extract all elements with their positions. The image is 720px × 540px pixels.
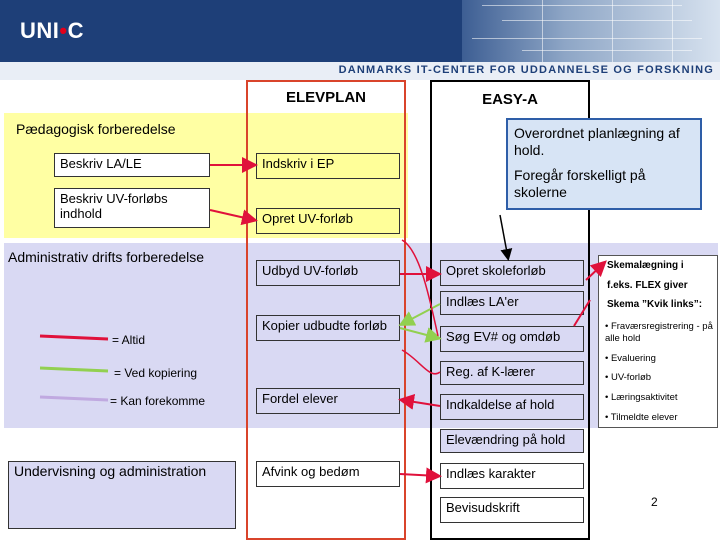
bevisudskrift-box: Bevisudskrift bbox=[440, 497, 584, 523]
legend-altid: = Altid bbox=[112, 333, 146, 347]
easya-title: EASY-A bbox=[482, 91, 538, 108]
fordel-elever-box: Fordel elever bbox=[256, 388, 400, 414]
header-strip bbox=[0, 62, 720, 80]
opret-skoleforloeb-box: Opret skoleforløb bbox=[440, 260, 584, 286]
reg-klaerer-box: Reg. af K-lærer bbox=[440, 361, 584, 385]
beskriv-uv-box: Beskriv UV-forløbs indhold bbox=[54, 188, 210, 228]
beskriv-la-box: Beskriv LA/LE bbox=[54, 153, 210, 177]
indlaes-karakter-box: Indlæs karakter bbox=[440, 463, 584, 489]
soeg-ev-box: Søg EV# og omdøb bbox=[440, 326, 584, 352]
skema-panel: Skemalægning i f.eks. FLEX giver Skema ”… bbox=[598, 255, 718, 428]
elevaendring-box: Elevændring på hold bbox=[440, 429, 584, 453]
panel-title1: Skemalægning i bbox=[607, 260, 684, 271]
udbyd-uv-box: Udbyd UV-forløb bbox=[256, 260, 400, 286]
indlaes-la-box: Indlæs LA'er bbox=[440, 291, 584, 315]
section-undervisning: Undervisning og administration bbox=[8, 461, 236, 529]
indskriv-ep-box: Indskriv i EP bbox=[256, 153, 400, 179]
elevplan-title: ELEVPLAN bbox=[285, 89, 366, 106]
note-line2: Foregår forskelligt på skolerne bbox=[514, 167, 646, 200]
note-line1: Overordnet planlægning af hold. bbox=[514, 125, 680, 158]
overordnet-note: Overordnet planlægning af hold. Foregår … bbox=[506, 118, 702, 210]
page-number: 2 bbox=[651, 495, 658, 509]
panel-title2: f.eks. FLEX giver bbox=[607, 280, 688, 291]
section-paedagogisk: Pædagogisk forberedelse bbox=[16, 121, 176, 137]
indkaldelse-box: Indkaldelse af hold bbox=[440, 394, 584, 420]
opret-uv-box: Opret UV-forløb bbox=[256, 208, 400, 234]
panel-item: • Fraværsregistrering - på alle hold bbox=[605, 321, 713, 344]
afvink-box: Afvink og bedøm bbox=[256, 461, 400, 487]
panel-item: • UV-forløb bbox=[605, 372, 652, 383]
panel-title3: Skema ”Kvik links”: bbox=[607, 299, 703, 310]
panel-item: • Tilmeldte elever bbox=[605, 412, 678, 423]
header-image bbox=[462, 0, 720, 62]
section-administrativ: Administrativ drifts forberedelse bbox=[8, 249, 205, 265]
panel-item: • Læringsaktivitet bbox=[605, 392, 678, 403]
header-tagline: DANMARKS IT-CENTER FOR UDDANNELSE OG FOR… bbox=[338, 64, 714, 76]
panel-item: • Evaluering bbox=[605, 353, 656, 364]
kopier-box: Kopier udbudte forløb bbox=[256, 315, 400, 341]
legend-kan-forekomme: = Kan forekomme bbox=[110, 394, 206, 408]
unic-logo: UNI•C bbox=[20, 18, 84, 43]
legend-ved-kopiering: = Ved kopiering bbox=[114, 366, 198, 380]
